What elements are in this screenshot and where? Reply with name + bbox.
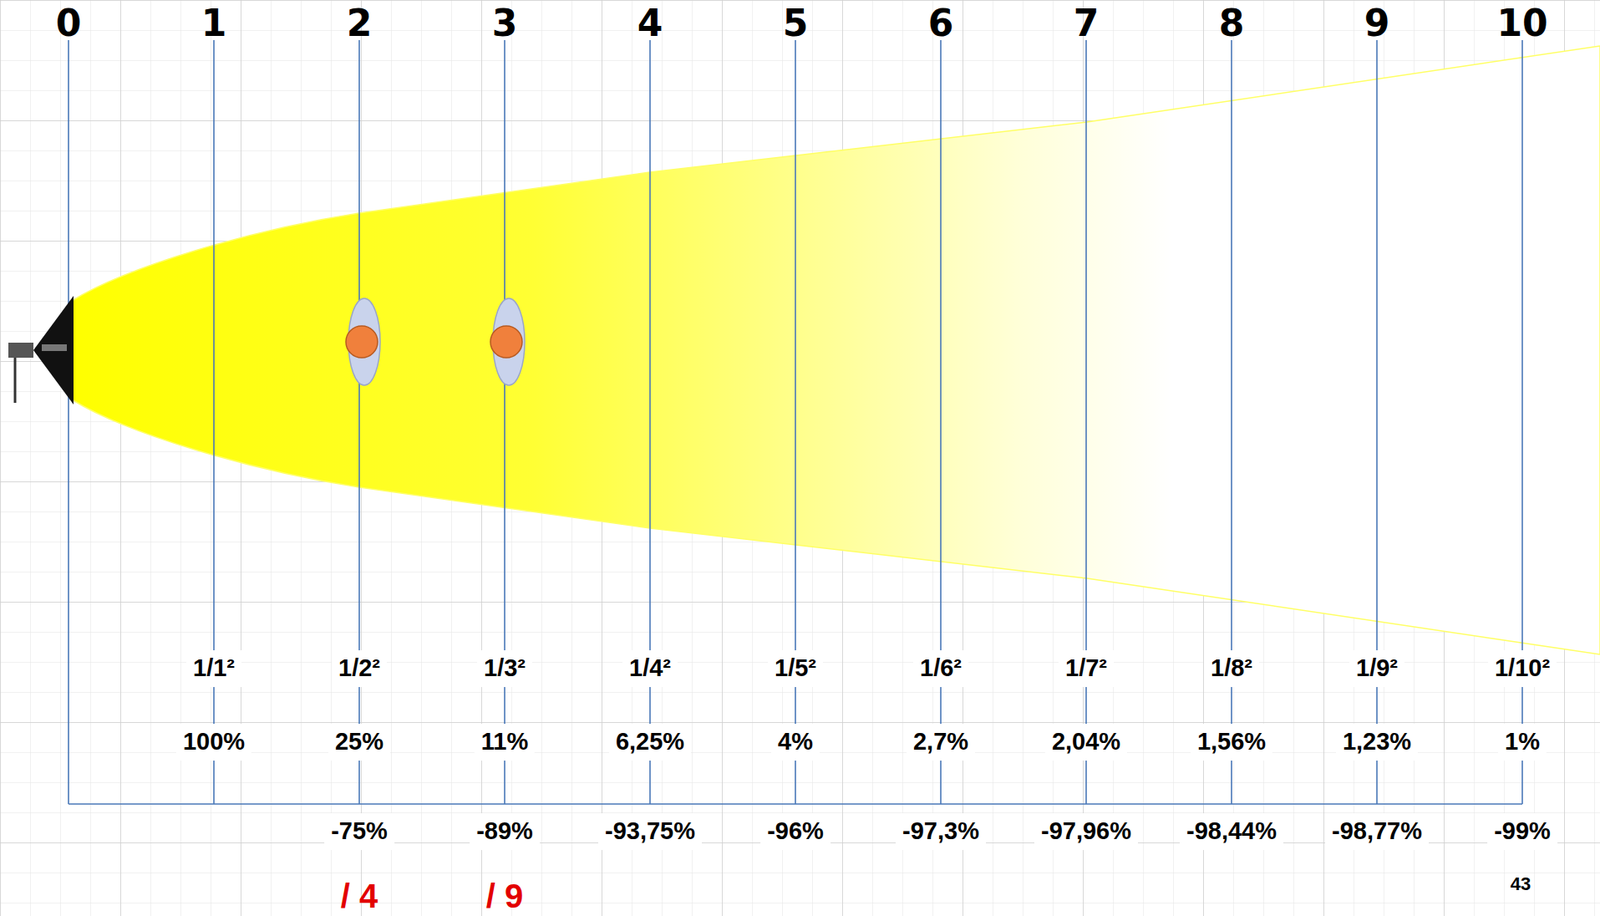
loss-percent: -98,44%: [1179, 812, 1284, 850]
inverse-square-fraction: 1/5²: [767, 650, 823, 687]
intensity-percent: 2,04%: [1045, 723, 1128, 761]
division-factor: / 9: [486, 877, 524, 915]
distance-number: 6: [928, 3, 955, 44]
softbox-light: [8, 295, 74, 405]
inverse-square-fraction: 1/2²: [331, 650, 387, 687]
inverse-square-fraction: 1/7²: [1058, 650, 1114, 687]
loss-percent: -98,77%: [1325, 812, 1429, 850]
inverse-square-fraction: 1/9²: [1349, 650, 1405, 687]
distance-number: 5: [782, 3, 809, 44]
light-beam: [71, 45, 1600, 655]
intensity-percent: 4%: [771, 723, 820, 761]
distance-number: 4: [637, 3, 664, 44]
loss-percent: -97,3%: [895, 812, 986, 850]
inverse-square-fraction: 1/1²: [186, 650, 242, 687]
loss-percent: -99%: [1487, 812, 1558, 850]
intensity-percent: 11%: [474, 723, 535, 761]
loss-percent: -96%: [760, 812, 831, 850]
distance-number: 10: [1496, 3, 1548, 44]
distance-number: 1: [201, 3, 228, 44]
intensity-percent: 6,25%: [609, 723, 691, 761]
inverse-square-fraction: 1/10²: [1488, 650, 1557, 687]
loss-percent: -75%: [324, 812, 395, 850]
loss-percent: -89%: [469, 812, 540, 850]
distance-lines: [68, 40, 1523, 804]
subject-head: [345, 298, 381, 386]
distance-number: 8: [1219, 3, 1245, 44]
division-factor: / 4: [340, 877, 378, 915]
subject-head: [490, 298, 525, 386]
inverse-square-fraction: 1/3²: [477, 650, 533, 687]
page-number: 43: [1510, 873, 1531, 894]
distance-number: 7: [1073, 3, 1100, 44]
loss-percent: -93,75%: [598, 812, 702, 850]
intensity-percent: 1,56%: [1190, 723, 1273, 761]
inverse-square-fraction: 1/6²: [913, 650, 969, 687]
inverse-square-fraction: 1/4²: [622, 650, 678, 687]
intensity-percent: 100%: [176, 723, 252, 761]
loss-percent: -97,96%: [1034, 812, 1138, 850]
intensity-percent: 1,23%: [1335, 723, 1418, 761]
distance-number: 0: [55, 3, 82, 44]
distance-number: 9: [1364, 3, 1391, 44]
distance-number: 3: [492, 3, 519, 44]
inverse-square-fraction: 1/8²: [1203, 650, 1260, 687]
intensity-percent: 2,7%: [906, 723, 976, 761]
distance-number: 2: [346, 3, 373, 44]
intensity-percent: 1%: [1498, 723, 1547, 761]
intensity-percent: 25%: [328, 723, 391, 761]
